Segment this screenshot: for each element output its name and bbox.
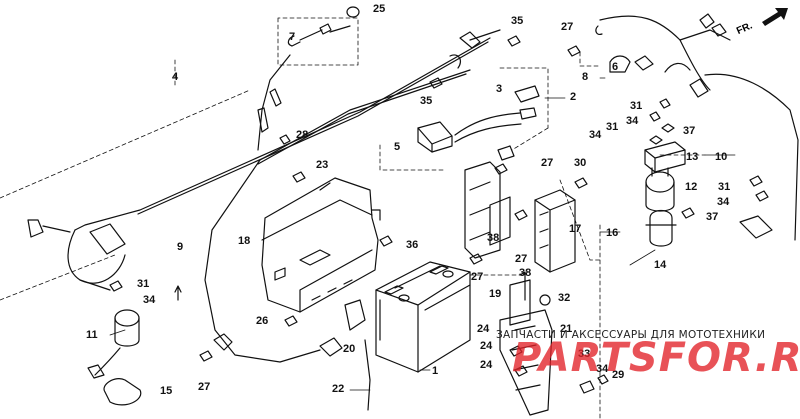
callout-27-b: 27 xyxy=(541,157,554,169)
callout-19: 19 xyxy=(489,288,502,300)
watermark-logo: PARTSFOR.RU xyxy=(512,335,800,381)
callout-30: 30 xyxy=(574,157,587,169)
callout-9: 9 xyxy=(177,241,184,253)
fuse-holder-17 xyxy=(464,161,576,273)
callout-37-b: 37 xyxy=(706,211,719,223)
callout-38-a: 38 xyxy=(487,232,500,244)
callout-27-c: 27 xyxy=(515,253,528,265)
callout-29: 29 xyxy=(612,369,625,381)
callout-15: 15 xyxy=(160,385,173,397)
callout-31-b: 31 xyxy=(606,121,619,133)
callout-35-a: 35 xyxy=(511,15,524,27)
callout-21: 21 xyxy=(560,323,573,335)
callout-2: 2 xyxy=(570,91,577,103)
battery-band-20 xyxy=(344,299,371,411)
wire-harness xyxy=(595,13,799,241)
relay-5 xyxy=(417,85,540,161)
callout-25: 25 xyxy=(373,3,386,15)
hardware-bolts xyxy=(109,35,773,394)
callout-27-a: 27 xyxy=(561,21,574,33)
fuse-cover xyxy=(261,177,381,313)
callout-38-b: 38 xyxy=(519,267,532,279)
callout-18: 18 xyxy=(238,235,251,247)
callout-27-e: 27 xyxy=(198,381,211,393)
callout-36: 36 xyxy=(406,239,419,251)
relay-cover-14 xyxy=(645,209,677,247)
callout-32: 32 xyxy=(558,292,571,304)
callout-24-b: 24 xyxy=(480,340,493,352)
callout-17: 17 xyxy=(569,223,582,235)
callout-34-b: 34 xyxy=(589,129,602,141)
group-lines xyxy=(109,77,736,391)
callout-14: 14 xyxy=(654,259,667,271)
cable-9 xyxy=(204,54,471,363)
callout-31-c: 31 xyxy=(718,181,731,193)
front-arrow-icon xyxy=(762,8,788,26)
callout-34-a: 34 xyxy=(626,115,639,127)
callout-16: 16 xyxy=(606,227,619,239)
callout-6: 6 xyxy=(612,61,619,73)
callout-4: 4 xyxy=(172,71,179,83)
bracket-19 xyxy=(499,271,553,416)
callout-12: 12 xyxy=(685,181,698,193)
callout-34-c: 34 xyxy=(717,196,730,208)
callout-37-a: 37 xyxy=(683,125,696,137)
callout-24-c: 24 xyxy=(480,359,493,371)
callout-8: 8 xyxy=(582,71,589,83)
watermark-tagline: ЗАПЧАСТИ И АКСЕССУАРЫ ДЛЯ МОТОТЕХНИКИ xyxy=(496,329,766,341)
callout-33: 33 xyxy=(578,348,591,360)
relay-11 xyxy=(87,309,142,406)
callout-26: 26 xyxy=(256,315,269,327)
regulator-13 xyxy=(644,123,686,173)
callout-5: 5 xyxy=(394,141,401,153)
callout-31-d: 31 xyxy=(137,278,150,290)
arrow-indicator xyxy=(174,285,182,301)
callout-28: 28 xyxy=(296,129,309,141)
callout-34-e: 34 xyxy=(596,363,609,375)
callout-3: 3 xyxy=(496,83,503,95)
starter-relay-12 xyxy=(645,167,675,212)
battery-1 xyxy=(375,261,471,373)
callout-35-b: 35 xyxy=(420,95,433,107)
callout-7: 7 xyxy=(289,31,296,43)
callout-34-d: 34 xyxy=(143,294,156,306)
callout-24-a: 24 xyxy=(477,323,490,335)
callout-13: 13 xyxy=(686,151,699,163)
cable-positive xyxy=(257,6,360,151)
callout-23: 23 xyxy=(316,159,329,171)
callout-22: 22 xyxy=(332,383,345,395)
callout-1: 1 xyxy=(432,365,439,377)
callout-20: 20 xyxy=(343,343,356,355)
callout-31-a: 31 xyxy=(630,100,643,112)
callout-27-d: 27 xyxy=(471,271,484,283)
callout-10: 10 xyxy=(715,151,728,163)
callout-11: 11 xyxy=(86,329,98,341)
cable-4 xyxy=(27,29,501,291)
